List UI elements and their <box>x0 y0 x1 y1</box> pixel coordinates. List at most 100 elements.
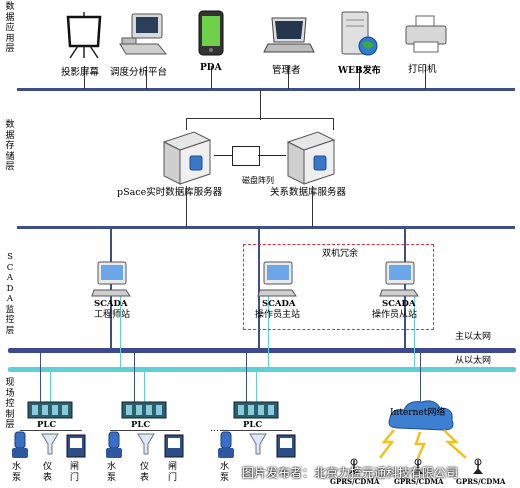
plc2-pump-label: 水泵 <box>107 462 117 483</box>
plc2-icon <box>121 401 167 419</box>
plc1-pump-label: 水泵 <box>12 462 22 483</box>
plc3-meter-icon <box>249 433 267 455</box>
scada-link-master <box>268 290 269 370</box>
connector-psace <box>186 186 187 227</box>
connector-relational <box>312 186 313 227</box>
plc3-pump-icon <box>218 431 234 458</box>
plc1-bar <box>20 430 82 431</box>
printer-label: 打印机 <box>408 64 437 75</box>
internet-cloud-icon <box>388 400 454 431</box>
pda-icon <box>198 10 224 56</box>
plc3-bar <box>220 430 292 431</box>
backup-ethernet-label: 从以太网 <box>455 356 492 366</box>
watermark-text: 图片发布者：北京力控元通科技有限公司 <box>242 466 459 480</box>
plc1-valve-label: 闸门 <box>70 462 80 483</box>
web-server-icon <box>341 11 378 56</box>
plc1-label: PLC <box>37 420 57 430</box>
plc2-riser-b <box>144 372 145 403</box>
psace-server-label: pSace实时数据库服务器 <box>117 187 223 198</box>
plc1-pump-icon <box>12 431 28 458</box>
plc2-bar <box>110 430 180 431</box>
plc2-valve-icon <box>164 434 184 458</box>
slave-title: SCADA <box>382 299 416 309</box>
main-ethernet-bus <box>8 348 516 353</box>
projector-label: 投影屏幕 <box>61 67 100 78</box>
wireless-links-icon <box>379 429 467 459</box>
gprs-label-1: GPRS/CDMA <box>330 477 380 486</box>
plc1-valve-icon <box>66 434 86 458</box>
master-sub: 操作员主站 <box>255 310 301 320</box>
plc2-label: PLC <box>131 420 151 430</box>
plc3-riser-a <box>246 353 247 403</box>
field-ellipsis: …… <box>210 424 228 434</box>
relational-server-label: 关系数据库服务器 <box>270 187 347 198</box>
projector-screen-icon <box>66 12 102 59</box>
storage-frame-left <box>186 118 187 130</box>
plc1-riser-a <box>40 353 41 403</box>
connector-analysis <box>146 66 147 89</box>
slave-sub: 操作员从站 <box>372 310 418 320</box>
storage-bus <box>17 226 515 229</box>
gprs-antenna-3-icon <box>473 458 483 474</box>
backup-ethernet-bus <box>8 367 516 372</box>
storage-frame-right <box>333 118 334 130</box>
web-label: WEB发布 <box>338 66 381 76</box>
connector-bus-storage <box>260 90 261 120</box>
disk-array-box <box>232 146 260 166</box>
analysis-label: 调度分析平台 <box>110 67 168 78</box>
plc1-meter-icon <box>41 433 59 455</box>
connector-manager <box>288 66 289 89</box>
disk-array-label: 磁盘阵列 <box>242 176 274 185</box>
redundancy-box <box>243 244 434 330</box>
plc2-pump-icon <box>106 431 122 458</box>
plc2-meter-label: 仪表 <box>140 462 150 483</box>
connector-web <box>359 66 360 89</box>
application-bus <box>17 88 515 91</box>
internet-label: Internet网络 <box>390 408 446 418</box>
eng-sub: 工程师站 <box>94 310 131 320</box>
plc3-valve-icon <box>276 434 296 458</box>
eng-title: SCADA <box>94 299 128 309</box>
relational-server-icon <box>286 131 336 185</box>
connector-pda <box>211 66 212 89</box>
plc3-riser-b <box>256 372 257 403</box>
master-workstation-icon <box>257 261 297 297</box>
analysis-pc-icon <box>119 13 168 55</box>
disk-link-right <box>258 155 286 156</box>
plc3-icon <box>233 401 279 419</box>
plc2-meter-icon <box>137 433 155 455</box>
internet-riser <box>420 353 421 405</box>
scada-riser-eng <box>110 228 112 348</box>
plc1-riser-b <box>50 372 51 403</box>
connector-projector <box>84 66 85 89</box>
manager-label: 管理者 <box>272 65 301 76</box>
gprs-antenna-1-icon <box>349 458 359 474</box>
layer-label-app: 数据应用层 <box>5 2 15 54</box>
pda-label: PDA <box>200 63 222 73</box>
plc1-icon <box>27 401 73 419</box>
layer-label-scada: SCADA监控层 <box>5 252 15 336</box>
connector-printer <box>425 66 426 89</box>
gprs-label-3: GPRS/CDMA <box>456 477 506 486</box>
layer-label-field: 现场控制层 <box>5 378 15 430</box>
master-title: SCADA <box>262 299 296 309</box>
storage-frame-top <box>186 118 334 119</box>
slave-workstation-icon <box>379 261 419 297</box>
gprs-antenna-2-icon <box>413 458 423 474</box>
scada-link-eng <box>120 290 121 370</box>
scada-riser-master <box>258 228 260 348</box>
main-ethernet-label: 主以太网 <box>455 332 492 342</box>
printer-icon <box>405 15 447 53</box>
scada-link-slave <box>414 290 415 370</box>
plc2-valve-label: 闸门 <box>168 462 178 483</box>
psace-server-icon <box>162 131 212 185</box>
layer-label-storage: 数据存储层 <box>5 120 15 172</box>
plc3-pump-label: 水泵 <box>220 462 230 483</box>
gprs-label-2: GPRS/CDMA <box>394 477 444 486</box>
eng-workstation-icon <box>91 261 131 297</box>
laptop-icon <box>263 17 315 53</box>
plc2-riser-a <box>134 353 135 403</box>
scada-riser-slave <box>404 228 406 348</box>
disk-link-left <box>214 155 232 156</box>
plc1-meter-label: 仪表 <box>43 462 53 483</box>
